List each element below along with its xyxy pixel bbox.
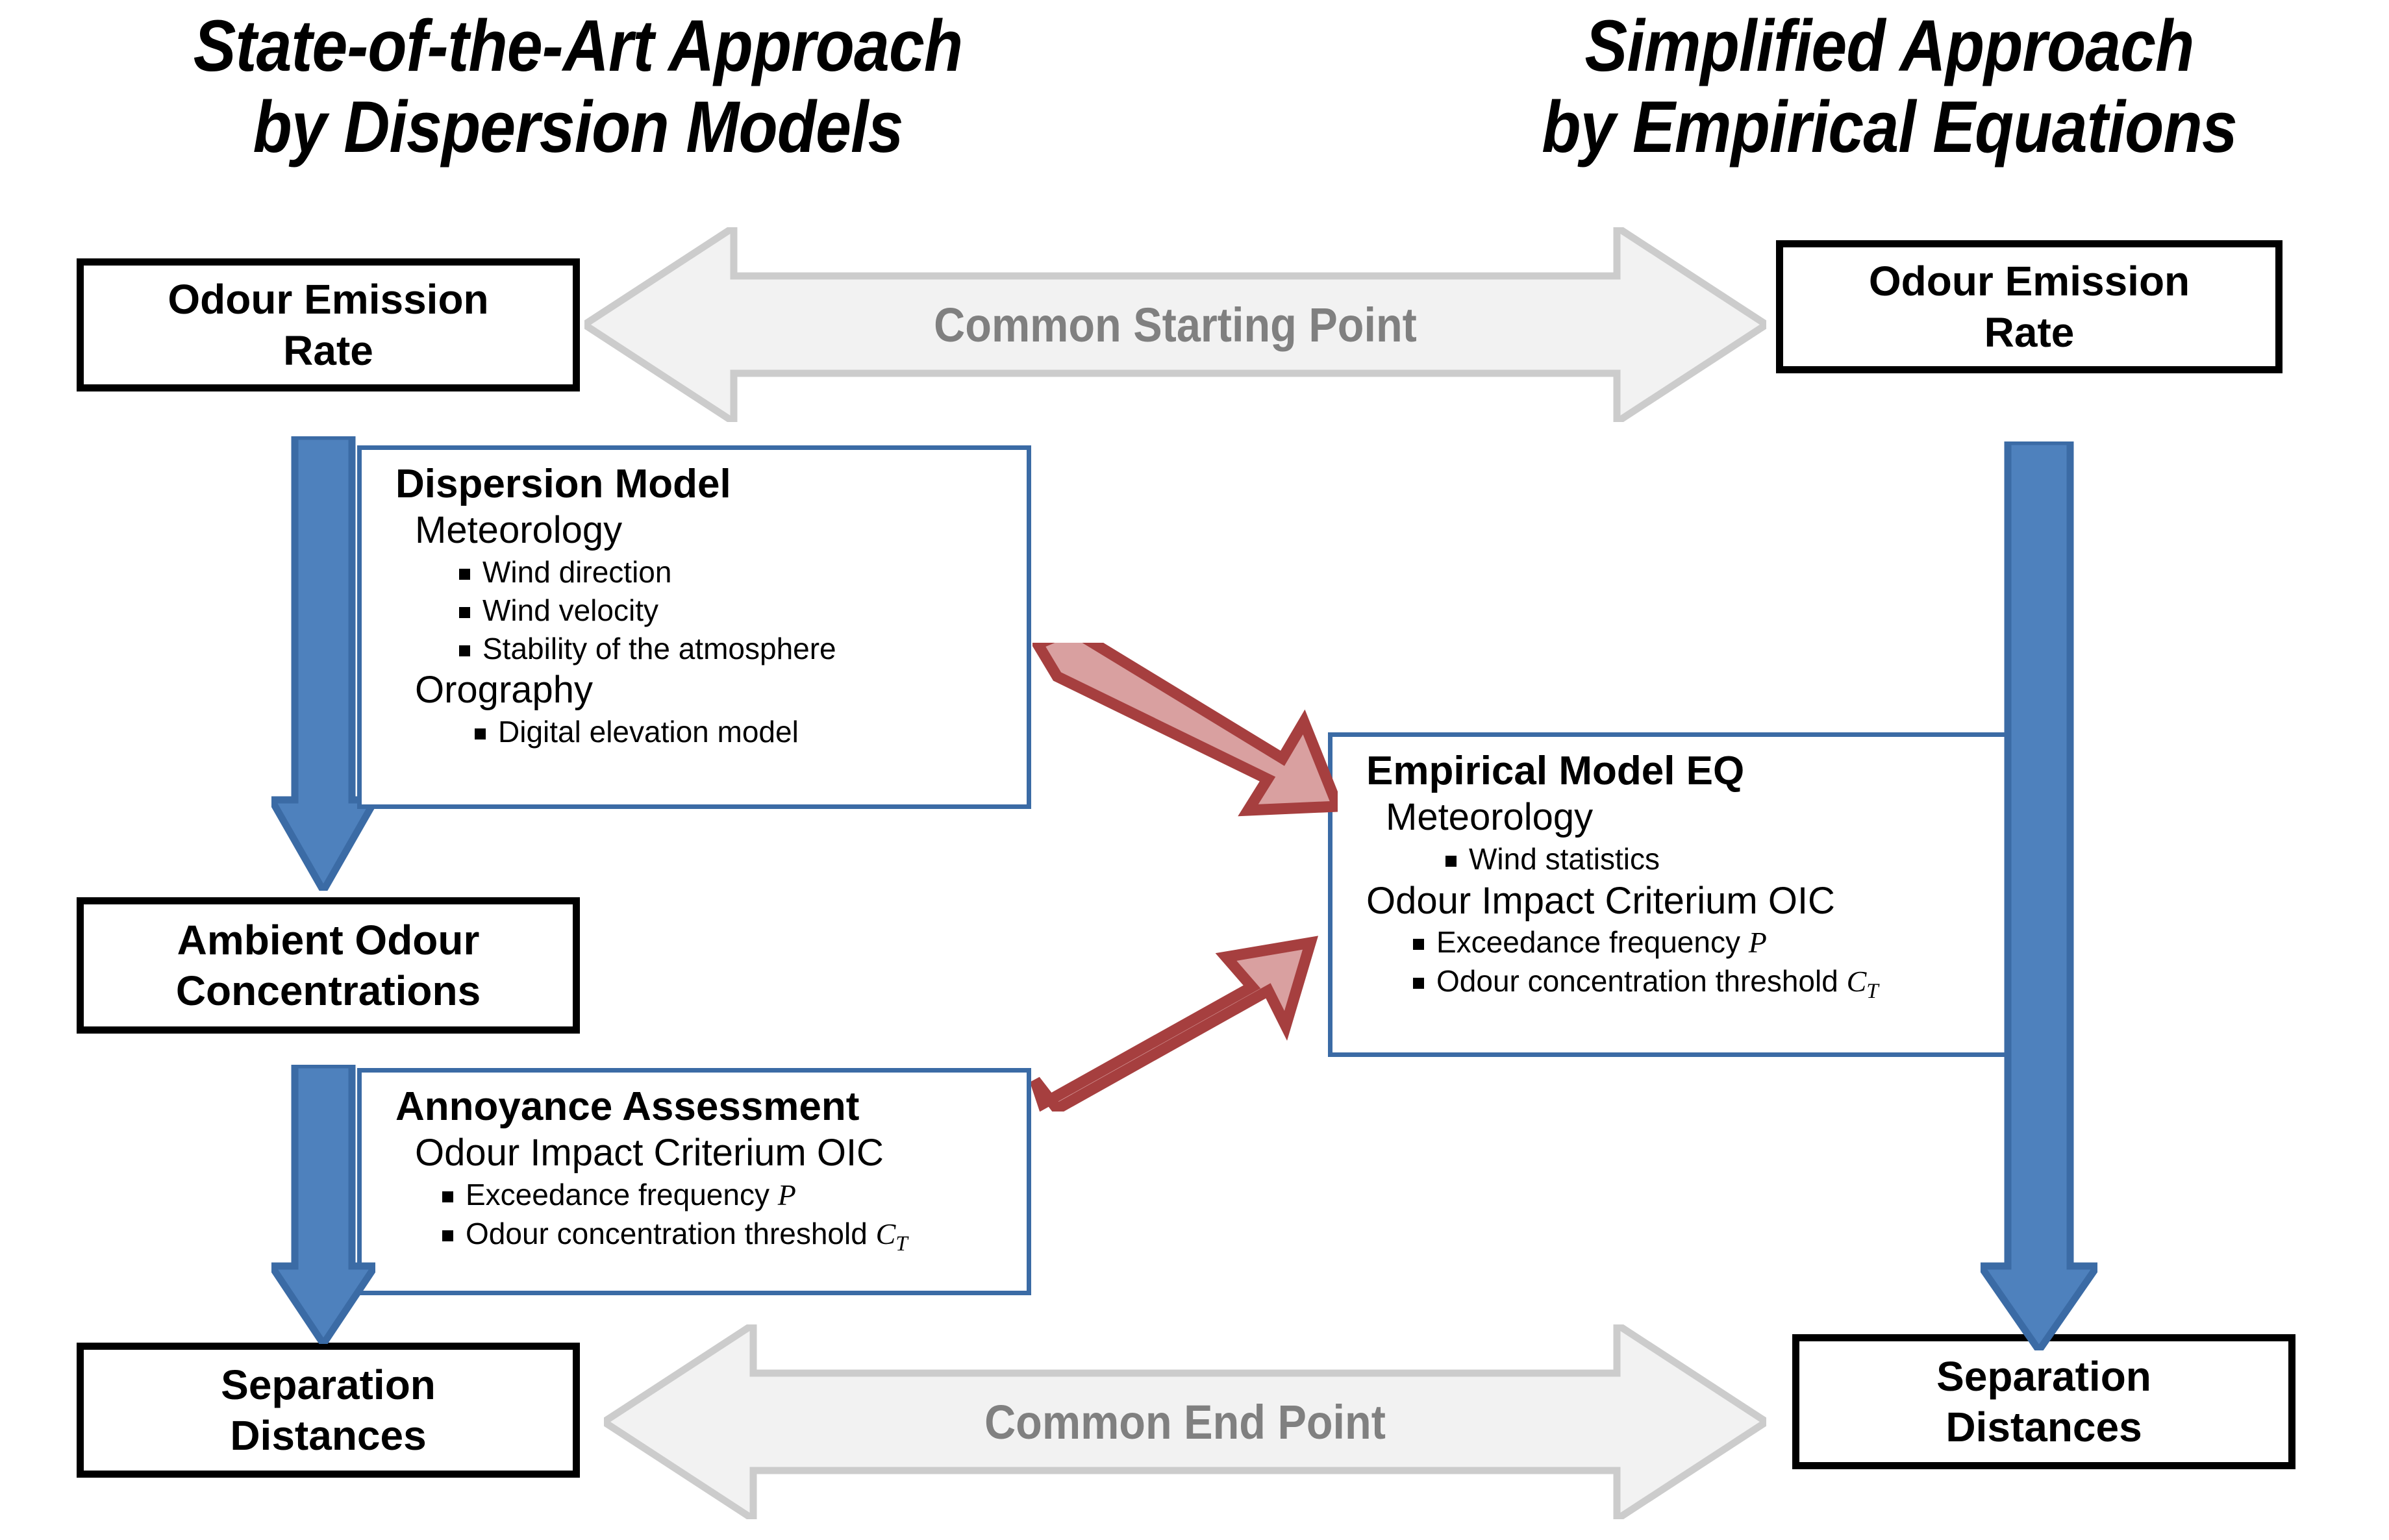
empirical-threshold-text: Odour concentration threshold (1436, 964, 1847, 999)
box-separation-distances-right: Separation Distances (1792, 1334, 2295, 1469)
annoyance-threshold-text: Odour concentration threshold (466, 1216, 876, 1250)
dispersion-model-subheading-orography: Orography (415, 669, 594, 712)
annoyance-threshold-symbol: C (875, 1217, 896, 1250)
box-odour-emission-rate-right: Odour Emission Rate (1776, 240, 2283, 373)
annoyance-exceedance-symbol: P (777, 1178, 796, 1211)
box-dispersion-model: Dispersion Model Meteorology Wind direct… (357, 445, 1031, 809)
annoyance-assessment-bullet-exceedance-frequency: Exceedance frequency P (441, 1176, 1027, 1215)
empirical-exceedance-text: Exceedance frequency (1436, 925, 1749, 960)
annoyance-assessment-title: Annoyance Assessment (395, 1084, 860, 1129)
dispersion-model-bullet-stability: Stability of the atmosphere (458, 630, 1027, 668)
empirical-exceedance-symbol: P (1748, 926, 1767, 960)
dispersion-model-bullet-digital-elevation: Digital elevation model (473, 713, 1027, 751)
annoyance-assessment-subheading-oic: Odour Impact Criterium OIC (415, 1132, 884, 1174)
empirical-threshold-symbol: C (1846, 965, 1867, 999)
dispersion-model-title: Dispersion Model (395, 462, 731, 506)
empirical-threshold-subscript: T (1866, 979, 1879, 1004)
box-separation-distances-left: Separation Distances (77, 1343, 580, 1478)
common-starting-point-arrow (584, 227, 1766, 422)
common-starting-point-label: Common Starting Point (934, 298, 1417, 352)
empirical-model-bullet-exceedance-frequency: Exceedance frequency P (1412, 923, 2017, 962)
empirical-model-bullet-wind-statistics: Wind statistics (1444, 840, 2017, 878)
page-title-left: State-of-the-Art Approach by Dispersion … (193, 5, 963, 168)
empirical-model-title: Empirical Model EQ (1366, 749, 1745, 793)
dispersion-model-bullet-wind-direction: Wind direction (458, 553, 1027, 591)
box-odour-emission-rate-left: Odour Emission Rate (77, 258, 580, 391)
blue-arrow-left-top (271, 436, 375, 891)
blue-arrow-left-bottom (271, 1065, 375, 1344)
box-annoyance-assessment: Annoyance Assessment Odour Impact Criter… (357, 1068, 1031, 1295)
box-ambient-odour-concentrations: Ambient Odour Concentrations (77, 897, 580, 1034)
common-end-point-arrow (604, 1324, 1766, 1519)
empirical-model-bullet-concentration-threshold: Odour concentration threshold CT (1412, 962, 2017, 1006)
blue-arrow-right (1981, 441, 2097, 1350)
annoyance-assessment-bullet-concentration-threshold: Odour concentration threshold CT (441, 1215, 1027, 1258)
dispersion-model-subheading-meteorology: Meteorology (415, 509, 623, 552)
annoyance-threshold-subscript: T (895, 1231, 908, 1256)
page-title-right: Simplified Approach by Empirical Equatio… (1542, 5, 2237, 168)
box-empirical-model-eq: Empirical Model EQ Meteorology Wind stat… (1328, 732, 2021, 1057)
red-arrow-dispersion-to-empirical (1032, 643, 1338, 818)
annoyance-exceedance-text: Exceedance frequency (466, 1177, 778, 1211)
common-end-point-label: Common End Point (984, 1395, 1386, 1449)
empirical-model-subheading-meteorology: Meteorology (1386, 796, 1594, 839)
dispersion-model-bullet-wind-velocity: Wind velocity (458, 591, 1027, 630)
empirical-model-subheading-oic: Odour Impact Criterium OIC (1366, 879, 1835, 922)
red-arrow-annoyance-to-empirical (1031, 930, 1330, 1112)
